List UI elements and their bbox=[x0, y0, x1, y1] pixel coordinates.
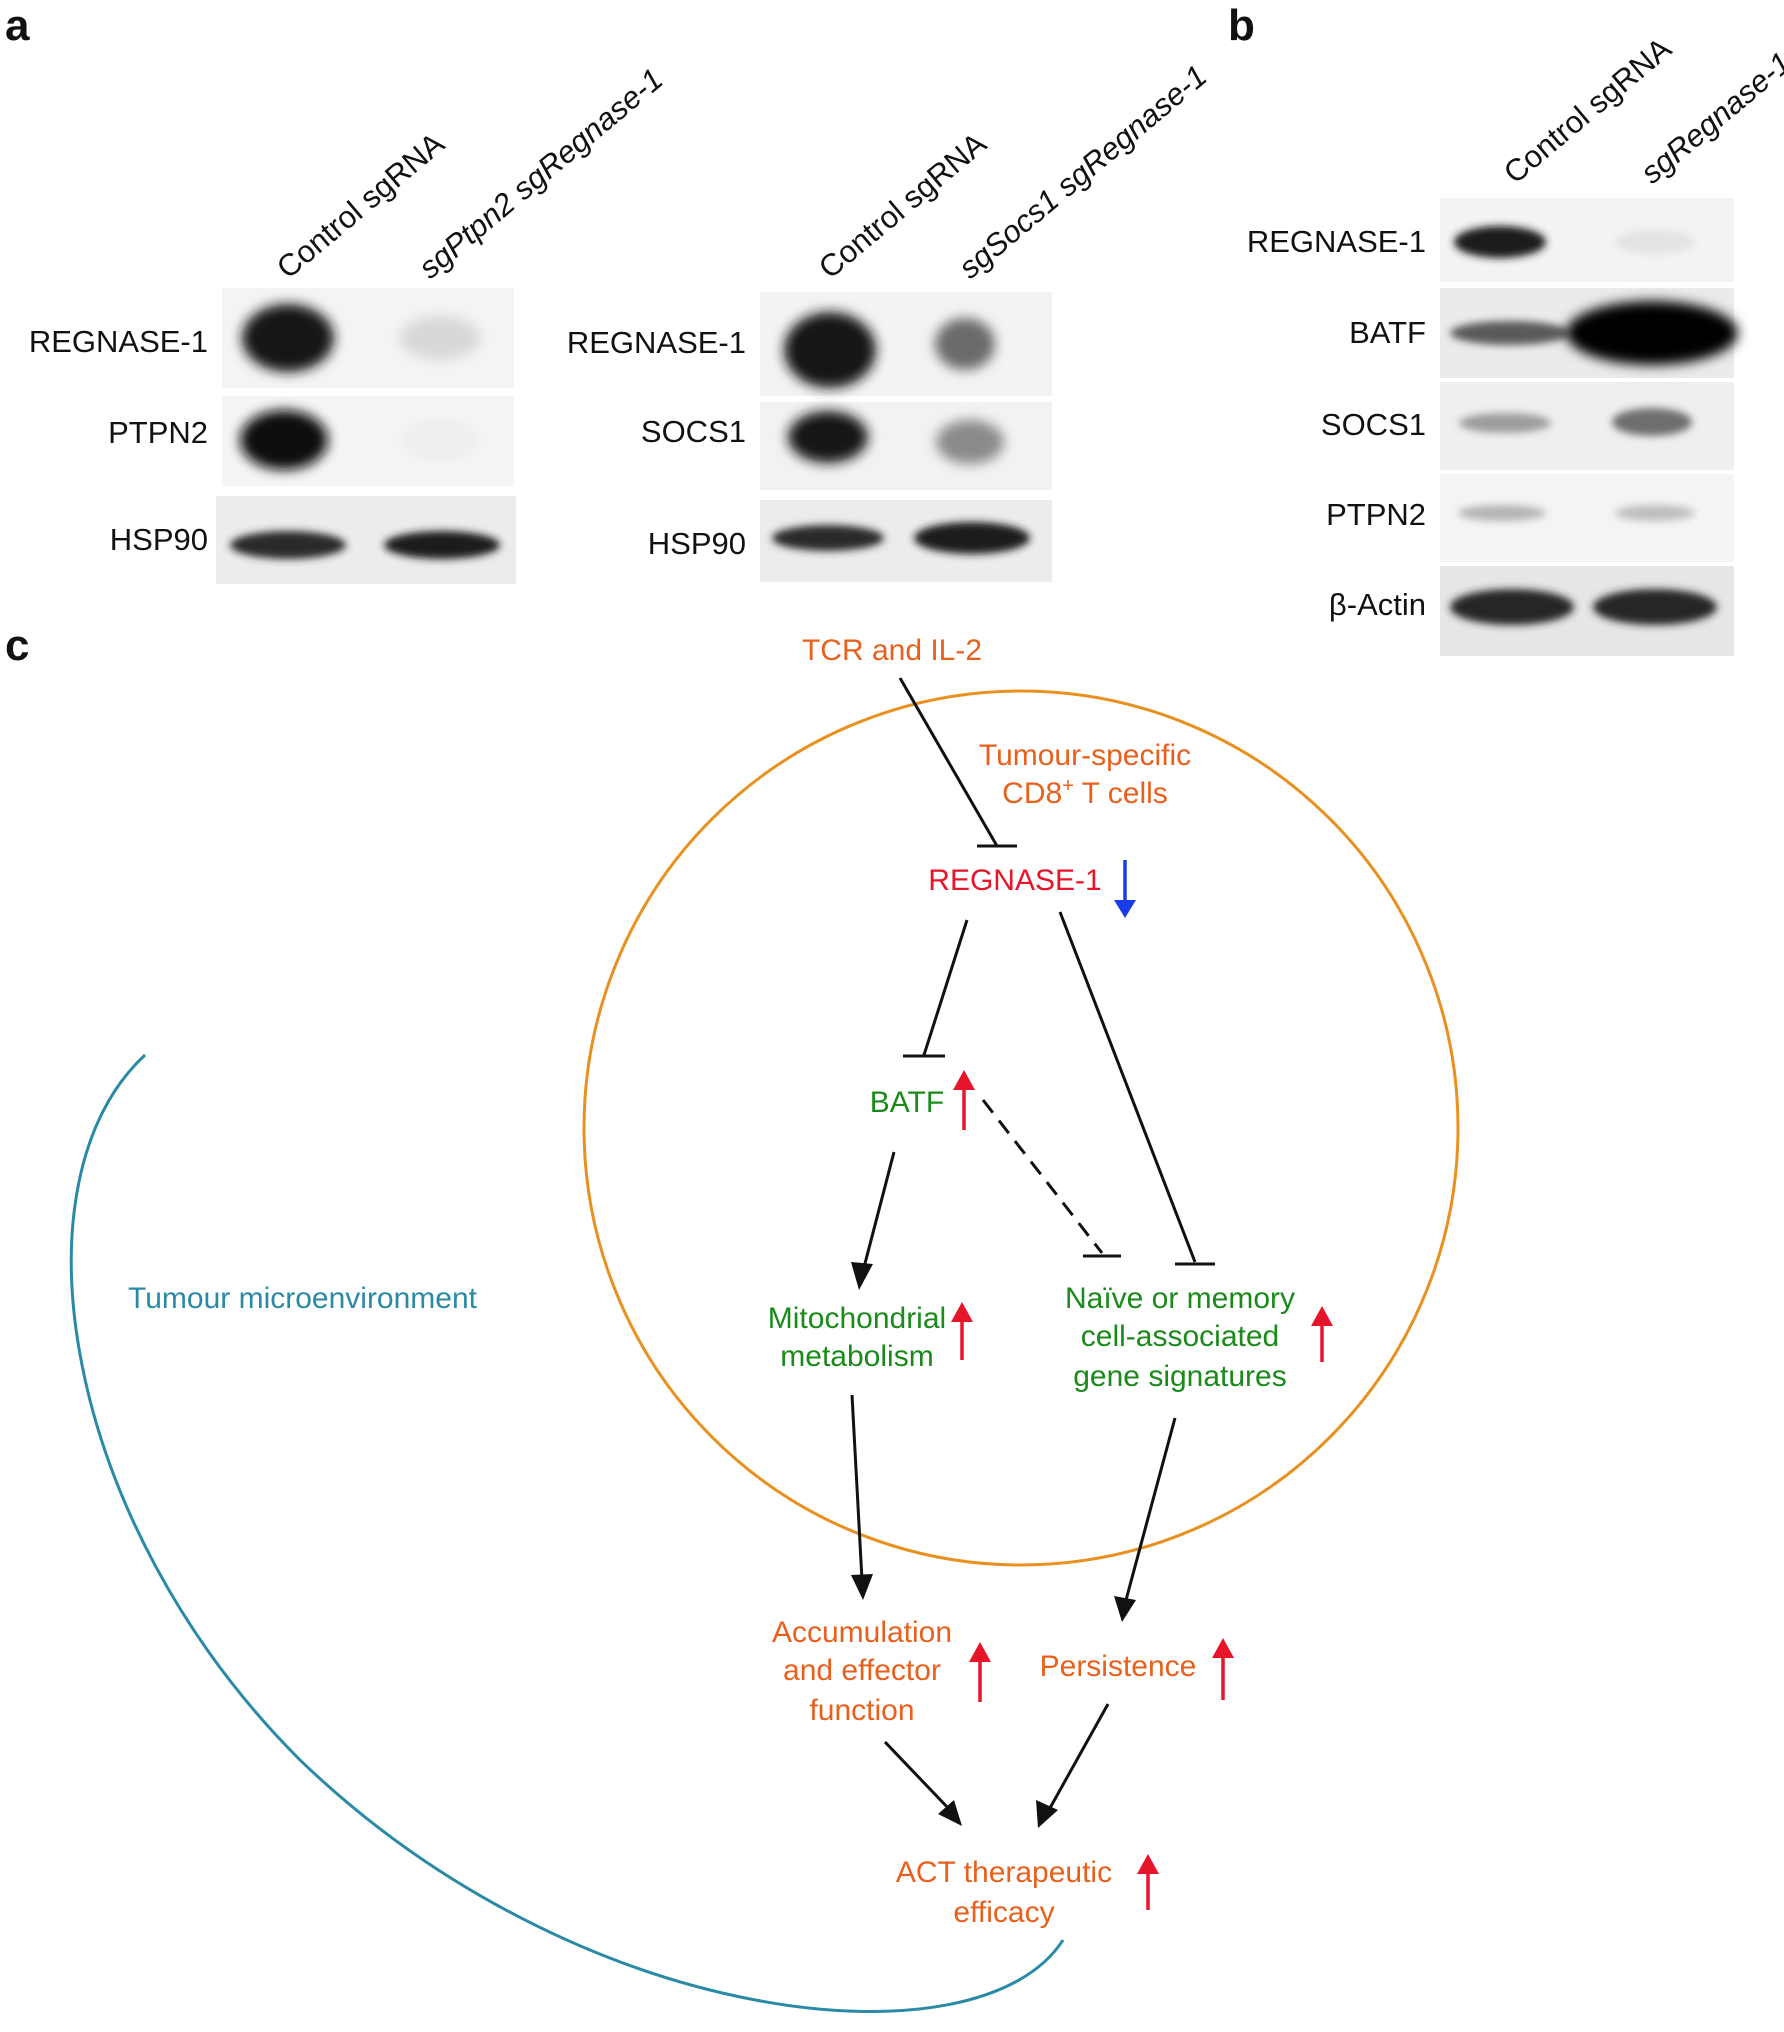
accumulation-node: function bbox=[809, 1694, 914, 1727]
blot-band bbox=[1459, 413, 1551, 433]
lane-label: sgPtpn2 sgRegnase-1 bbox=[412, 61, 669, 285]
blot-row-label: HSP90 bbox=[648, 526, 746, 561]
cell-label: CD8+ T cells bbox=[1002, 775, 1168, 810]
blot-band bbox=[1593, 589, 1717, 625]
activation-arrow bbox=[883, 1740, 952, 1812]
blot-band bbox=[1615, 230, 1695, 254]
up-arrow-icon-head bbox=[1137, 1854, 1159, 1874]
activation-arrow bbox=[859, 1151, 896, 1277]
blot-band bbox=[400, 418, 480, 462]
activation-arrow bbox=[1124, 1417, 1177, 1601]
naive-memory-node: cell-associated bbox=[1081, 1320, 1279, 1353]
blot-band bbox=[1454, 226, 1546, 258]
cell-label: Tumour-specific bbox=[979, 739, 1191, 772]
cd8-cell-circle bbox=[582, 689, 1460, 1567]
blot-row-label: PTPN2 bbox=[108, 415, 208, 450]
panel-label-a: a bbox=[5, 1, 30, 50]
arrow-head bbox=[851, 1262, 873, 1290]
mitochondrial-node: Mitochondrial bbox=[768, 1302, 946, 1335]
blot-row-label: β-Actin bbox=[1329, 587, 1426, 622]
microenvironment-arc bbox=[69, 1053, 1065, 2013]
naive-memory-node: Naïve or memory bbox=[1065, 1282, 1295, 1315]
accumulation-node: Accumulation bbox=[772, 1616, 952, 1649]
mitochondrial-node: metabolism bbox=[780, 1340, 933, 1373]
panel-label-b: b bbox=[1228, 1, 1255, 50]
blot-band bbox=[1458, 505, 1546, 521]
act-efficacy-node: efficacy bbox=[953, 1896, 1054, 1929]
arrow-head bbox=[851, 1574, 873, 1600]
regnase-node: REGNASE-1 bbox=[928, 864, 1101, 897]
up-arrow-icon-head bbox=[1311, 1306, 1333, 1326]
microenvironment-label: Tumour microenvironment bbox=[128, 1282, 478, 1315]
blot-band bbox=[1615, 505, 1695, 521]
blot-band bbox=[1612, 408, 1692, 436]
inhibition-line bbox=[898, 677, 999, 847]
pathway-diagram: Tumour microenvironment TCR and IL-2 Tum… bbox=[69, 634, 1460, 2013]
blot-band bbox=[400, 316, 480, 360]
blot-row-label: SOCS1 bbox=[1321, 407, 1426, 442]
blot-band bbox=[1450, 321, 1570, 345]
up-arrow-icon-head bbox=[953, 1070, 975, 1090]
accumulation-node: and effector bbox=[783, 1654, 941, 1687]
inhibition-line bbox=[1058, 911, 1197, 1263]
blot-band bbox=[1450, 589, 1574, 625]
arrow-head bbox=[1114, 1596, 1136, 1622]
up-arrow-icon-head bbox=[969, 1642, 991, 1662]
blot-band bbox=[240, 410, 328, 470]
arrow-head bbox=[938, 1800, 962, 1826]
panel-a-left-blot: Control sgRNA sgPtpn2 sgRegnase-1 REGNAS… bbox=[29, 61, 669, 584]
panel-label-c: c bbox=[5, 621, 29, 670]
naive-memory-node: gene signatures bbox=[1073, 1360, 1287, 1393]
blot-row-label: REGNASE-1 bbox=[567, 325, 746, 360]
blot-band bbox=[772, 525, 884, 551]
blot-row-label: REGNASE-1 bbox=[1247, 224, 1426, 259]
batf-node: BATF bbox=[870, 1086, 944, 1119]
tcr-il2-label: TCR and IL-2 bbox=[802, 634, 982, 667]
blot-band bbox=[384, 531, 500, 559]
blot-row-label: REGNASE-1 bbox=[29, 324, 208, 359]
blot-band bbox=[914, 522, 1030, 554]
blot-row-label: SOCS1 bbox=[641, 414, 746, 449]
arrow-head bbox=[1036, 1800, 1058, 1828]
blot-band bbox=[784, 312, 876, 388]
blot-band bbox=[788, 411, 868, 463]
activation-arrow bbox=[1048, 1703, 1110, 1809]
dashed-inhibition-line bbox=[981, 1099, 1104, 1254]
lane-label: sgSocs1 sgRegnase-1 bbox=[952, 58, 1213, 285]
persistence-node: Persistence bbox=[1040, 1650, 1197, 1683]
blot-row-label: PTPN2 bbox=[1326, 497, 1426, 532]
panel-a-right-blot: Control sgRNA sgSocs1 sgRegnase-1 REGNAS… bbox=[567, 58, 1213, 582]
blot-band bbox=[242, 304, 334, 372]
blot-band bbox=[936, 420, 1004, 464]
blot-band bbox=[935, 318, 995, 370]
blot-band bbox=[230, 531, 346, 559]
up-arrow-icon-head bbox=[1212, 1638, 1234, 1658]
activation-arrow bbox=[850, 1394, 864, 1581]
blot-band bbox=[1566, 301, 1738, 365]
blot-row-label: HSP90 bbox=[110, 522, 208, 557]
blot-row-label: BATF bbox=[1349, 315, 1426, 350]
up-arrow-icon-head bbox=[951, 1302, 973, 1322]
inhibition-line bbox=[922, 919, 969, 1056]
act-efficacy-node: ACT therapeutic bbox=[896, 1856, 1112, 1889]
down-arrow-icon-head bbox=[1114, 900, 1136, 918]
panel-b-blot: Control sgRNA sgRegnase-1 REGNASE-1 BATF… bbox=[1247, 30, 1784, 656]
